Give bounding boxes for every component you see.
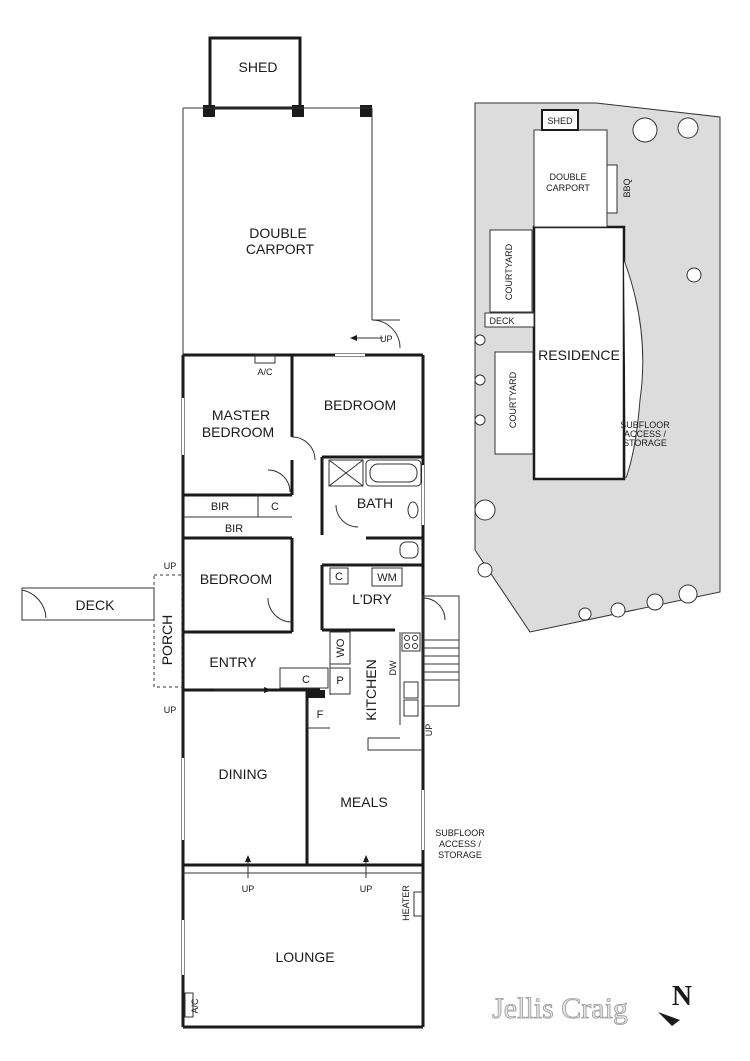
bir-upper-label: BIR — [211, 501, 229, 513]
meals-label: MEALS — [340, 794, 387, 810]
carport-label-2: CARPORT — [246, 241, 315, 257]
heater-label: HEATER — [401, 885, 411, 921]
wo-label: WO — [335, 638, 347, 657]
subfloor-label-3: STORAGE — [438, 850, 482, 860]
lounge-up-right: UP — [360, 884, 373, 894]
site-carport-2: CARPORT — [546, 183, 590, 193]
washing-machine-label: WM — [377, 572, 397, 584]
north-compass: N — [658, 981, 692, 1026]
kitchen-storage: C P WO F — [279, 631, 351, 729]
shed: SHED — [203, 36, 372, 117]
deck: DECK — [21, 587, 155, 621]
steps-up-label: UP — [424, 724, 434, 737]
bir-lower-label: BIR — [225, 523, 243, 535]
subfloor-label-2: ACCESS / — [439, 839, 482, 849]
laundry: C WM L'DRY — [329, 567, 403, 607]
shed-label: SHED — [239, 59, 278, 75]
site-subfloor-2: ACCESS / — [624, 429, 667, 439]
bedroom-2-label: BEDROOM — [324, 397, 396, 413]
site-shed-label: SHED — [547, 116, 573, 126]
ac-top-label: A/C — [257, 367, 273, 377]
porch-up-bottom: UP — [164, 705, 177, 715]
bathroom: BATH — [328, 459, 422, 559]
fridge-label: F — [317, 709, 324, 721]
porch-label: PORCH — [159, 615, 175, 666]
heater: HEATER — [401, 885, 423, 921]
cupboard-label: C — [271, 501, 279, 513]
master-bedroom-label-2: BEDROOM — [202, 424, 274, 440]
entry-label: ENTRY — [209, 654, 257, 670]
door-swings — [267, 436, 359, 623]
lounge-steps: UP UP — [242, 855, 373, 894]
subfloor-label-1: SUBFLOOR — [435, 828, 485, 838]
deck-label: DECK — [76, 597, 116, 613]
site-subfloor-1: SUBFLOOR — [620, 420, 670, 430]
dishwasher-label: DW — [388, 660, 398, 675]
laundry-cupboard-label: C — [335, 571, 343, 583]
brand-logo: Jellis Craig — [492, 992, 629, 1026]
built-in-robes: BIR C BIR — [183, 495, 292, 535]
logo-text: Jellis Craig — [492, 992, 628, 1025]
compass-letter: N — [672, 981, 692, 1012]
ac-bottom: A/C — [184, 992, 200, 1018]
site-carport-1: DOUBLE — [549, 172, 586, 182]
bedroom-3-label: BEDROOM — [200, 571, 272, 587]
windows — [182, 354, 424, 975]
porch-up-top: UP — [164, 561, 177, 571]
porch: PORCH UP UP — [153, 561, 183, 715]
kitchen-cupboard-label: C — [302, 674, 310, 686]
kitchen: KITCHEN DW — [363, 632, 423, 751]
courtyard-bottom-label: COURTYARD — [508, 371, 518, 428]
residence-label: RESIDENCE — [538, 347, 620, 363]
courtyard-top-label: COURTYARD — [504, 243, 514, 300]
bath-label: BATH — [357, 495, 393, 511]
kitchen-label: KITCHEN — [363, 659, 379, 720]
carport-up-label: UP — [380, 334, 393, 344]
site-deck-label: DECK — [489, 316, 514, 326]
double-carport: DOUBLE CARPORT UP — [182, 107, 401, 355]
lounge-up-left: UP — [242, 884, 255, 894]
carport-label-1: DOUBLE — [249, 225, 307, 241]
laundry-label: L'DRY — [352, 591, 392, 607]
lounge-label: LOUNGE — [275, 949, 334, 965]
site-plan: RESIDENCE DOUBLE CARPORT SHED BBQ COURTY… — [474, 102, 721, 633]
dining-label: DINING — [219, 766, 268, 782]
master-bedroom-label-1: MASTER — [212, 407, 270, 423]
subfloor-access-floor: SUBFLOOR ACCESS / STORAGE — [435, 828, 485, 860]
bbq-label: BBQ — [622, 178, 632, 197]
pantry-label: P — [336, 675, 343, 687]
site-subfloor-3: STORAGE — [623, 438, 667, 448]
ac-bottom-label: A/C — [190, 998, 200, 1014]
external-steps: UP — [422, 595, 460, 737]
